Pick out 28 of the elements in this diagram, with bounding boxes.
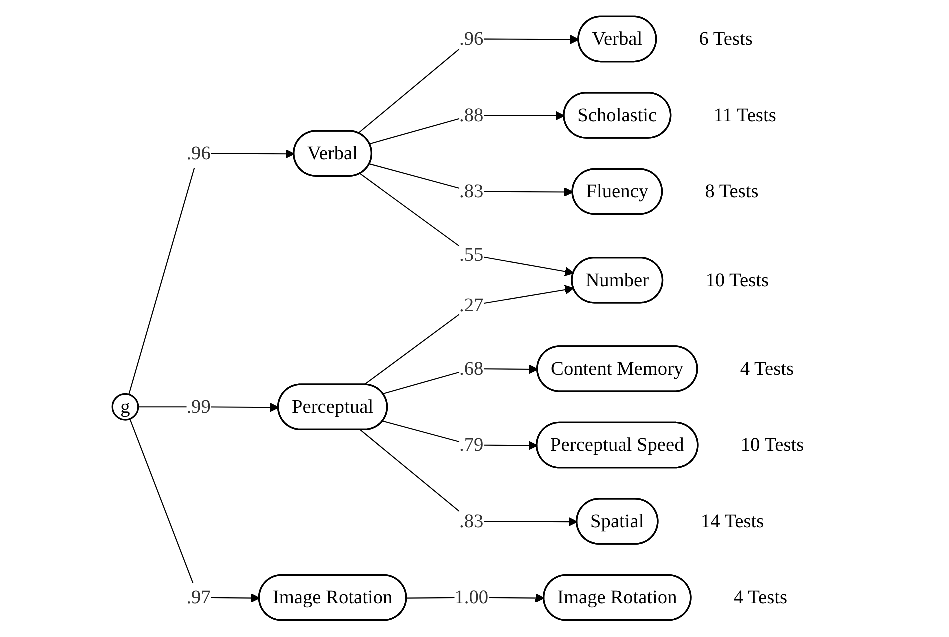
edge-label: .96	[460, 28, 484, 50]
arrow	[370, 164, 574, 197]
arrow	[128, 149, 295, 395]
node-label: 14 Tests	[700, 510, 764, 532]
edge-label: .97	[186, 586, 211, 608]
node-label: 10 Tests	[740, 434, 804, 456]
node-label: 11 Tests	[714, 104, 776, 126]
edge-label: .96	[186, 142, 211, 164]
node-label: 4 Tests	[740, 358, 794, 380]
node-label: 4 Tests	[734, 586, 788, 608]
edge-label: .27	[460, 294, 484, 316]
edge-label: .68	[460, 358, 484, 380]
node-label: 6 Tests	[699, 28, 753, 50]
node-label: 8 Tests	[705, 180, 759, 202]
edge-label: 1.00	[454, 586, 489, 608]
arrow	[360, 430, 578, 527]
node-label: 10 Tests	[706, 269, 770, 291]
arrow	[358, 34, 580, 134]
edge-label: .83	[460, 510, 484, 532]
node-circle: g	[112, 393, 140, 421]
arrow	[360, 174, 574, 276]
edge-label: .83	[460, 180, 484, 202]
edge-label: .55	[460, 244, 484, 266]
edge-label: .79	[460, 434, 484, 456]
edge-label: .88	[460, 104, 484, 126]
arrow	[364, 285, 574, 386]
arrow	[130, 418, 260, 603]
edge-label: .99	[186, 396, 211, 418]
